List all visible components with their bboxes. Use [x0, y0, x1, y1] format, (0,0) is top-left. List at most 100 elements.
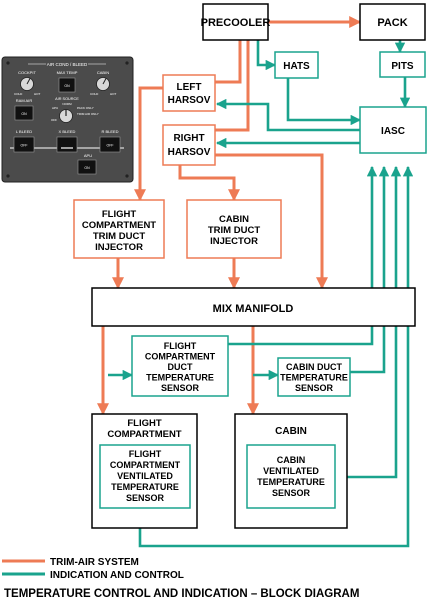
air-cond-bleed-panel: AIR COND / BLEED COCKPIT COLD HOT MAX TE…	[1, 56, 134, 183]
air-source-apu-label: APU	[52, 106, 58, 110]
cockpit-hot-label: HOT	[34, 92, 41, 96]
cabin-label: CABIN	[275, 426, 307, 437]
max-temp-button[interactable]	[58, 77, 76, 93]
line-hats-iasc	[286, 78, 362, 126]
pack-label: PACK	[377, 17, 407, 29]
air-source-pack-only-label: PACK ONLY	[77, 106, 94, 110]
fc-duct-sensor-box	[131, 335, 229, 397]
precooler-label: PRECOOLER	[201, 17, 271, 29]
line-precooler-left-harsov	[215, 40, 242, 84]
cabin-vent-sensor-label-line: SENSOR	[272, 488, 311, 498]
cockpit-label: COCKPIT	[18, 70, 36, 75]
left-harsov-label-line: HARSOV	[168, 95, 211, 106]
line-cabin-duct-sensor-iasc	[350, 165, 390, 374]
air-source-label: AIR SOURCE	[55, 97, 79, 101]
panel-title: AIR COND / BLEED	[47, 62, 88, 67]
pack-box	[359, 3, 426, 41]
right-harsov-label-line: RIGHT	[173, 133, 204, 144]
apu-on-label: ON	[84, 166, 90, 170]
apu-label: APU	[84, 153, 92, 158]
cabin-trim-injector-label-line: CABIN	[219, 214, 249, 225]
legend-trim-air-label: TRIM-AIR SYSTEM	[50, 557, 139, 568]
fc-vent-sensor-label-line: FLIGHT	[129, 449, 162, 459]
flight-trim-injector-label-line: COMPARTMENT	[82, 220, 156, 231]
air-source-norm-label: NORM	[62, 102, 72, 106]
line-precooler-right-harsov	[215, 40, 250, 132]
pits-box	[379, 51, 426, 78]
l-bleed-button[interactable]	[13, 136, 35, 153]
fc-vent-sensor-label-line: SENSOR	[126, 493, 165, 503]
right-harsov-label-line: HARSOV	[168, 147, 211, 158]
hats-label: HATS	[283, 61, 310, 72]
fc-duct-sensor-label-line: COMPARTMENT	[145, 352, 216, 362]
flight-trim-injector-label-line: FLIGHT	[102, 209, 136, 220]
x-bleed-label: X BLEED	[59, 129, 76, 134]
fc-duct-sensor-label-line: FLIGHT	[164, 341, 197, 351]
iasc-box	[359, 106, 427, 154]
line-iasc-left-harsov	[215, 98, 360, 132]
ram-air-button[interactable]	[14, 105, 34, 121]
mix-manifold-box	[91, 287, 416, 327]
flight-compartment-label-line: COMPARTMENT	[107, 429, 181, 440]
line-right-harsov-to-cabin-injector	[178, 165, 240, 202]
fc-duct-sensor-label-line: TEMPERATURE	[146, 373, 214, 383]
fc-vent-sensor-label-line: COMPARTMENT	[110, 460, 181, 470]
fc-vent-sensor-label-line: TEMPERATURE	[111, 482, 179, 492]
l-bleed-off-label: OFF	[21, 144, 28, 148]
mix-manifold-label: MIX MANIFOLD	[213, 303, 294, 315]
fc-vent-sensor-label-line: VENTILATED	[117, 471, 173, 481]
ram-air-on-label: ON	[21, 112, 27, 116]
hats-box	[274, 51, 319, 79]
indication-lines	[108, 40, 414, 548]
fc-duct-sensor-label-line: SENSOR	[161, 383, 200, 393]
apu-button[interactable]	[77, 159, 97, 175]
cabin-vent-sensor-label-line: TEMPERATURE	[257, 477, 325, 487]
line-left-harsov-down	[134, 86, 163, 202]
cockpit-cold-label: COLD	[14, 92, 23, 96]
x-bleed-button[interactable]	[56, 136, 78, 153]
flight-compartment-label-line: FLIGHT	[127, 418, 161, 429]
left-harsov-box	[162, 74, 216, 112]
cabin-duct-sensor-label-line: SENSOR	[295, 383, 334, 393]
ram-air-label: RAM AIR	[16, 98, 33, 103]
air-source-trim-air-label: TRIM AIR ONLY	[77, 112, 99, 116]
max-temp-on-label: ON	[64, 84, 70, 88]
line-right-harsov-to-mix-manifold	[215, 153, 328, 290]
legend: TRIM-AIR SYSTEM INDICATION AND CONTROL	[2, 557, 184, 581]
max-temp-label: MAX TEMP	[57, 70, 78, 75]
cabin-trim-injector-box	[186, 199, 282, 259]
l-bleed-label: L BLEED	[16, 129, 32, 134]
flight-trim-injector-label-line: TRIM DUCT	[93, 231, 145, 242]
r-bleed-label: R BLEED	[101, 129, 118, 134]
r-bleed-off-label: OFF	[107, 144, 114, 148]
legend-indication-label: INDICATION AND CONTROL	[50, 570, 184, 581]
diagram-caption: TEMPERATURE CONTROL AND INDICATION – BLO…	[4, 588, 359, 600]
iasc-label: IASC	[381, 126, 405, 137]
cabin-vent-sensor-box	[246, 444, 336, 509]
left-harsov-label: LEFT HARSOV	[168, 82, 211, 106]
cabin-duct-sensor-label-line: CABIN DUCT	[286, 362, 342, 372]
fc-vent-sensor-box	[99, 444, 191, 509]
cabin-hot-label: HOT	[110, 92, 117, 96]
cabin-cold-label: COLD	[90, 92, 99, 96]
air-source-off-label: OFF	[51, 118, 57, 122]
right-harsov-label: RIGHT HARSOV	[168, 133, 211, 158]
cabin-trim-injector-label-line: INJECTOR	[210, 236, 258, 247]
line-cabin-vent-sensor-iasc	[335, 165, 402, 479]
flight-trim-injector-label-line: INJECTOR	[95, 242, 143, 253]
cabin-duct-sensor-box	[277, 357, 351, 397]
r-bleed-button[interactable]	[99, 136, 121, 153]
cabin-knob-label: CABIN	[97, 70, 109, 75]
cabin-vent-sensor-label-line: CABIN	[277, 455, 306, 465]
fc-duct-sensor-label-line: DUCT	[168, 362, 193, 372]
left-harsov-label-line: LEFT	[177, 82, 202, 93]
line-precooler-hats	[256, 40, 277, 71]
precooler-box	[202, 3, 269, 41]
right-harsov-box	[162, 124, 216, 166]
